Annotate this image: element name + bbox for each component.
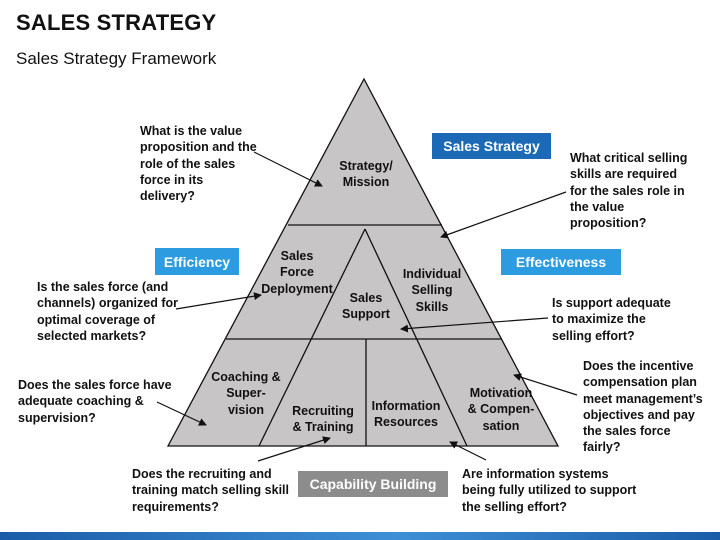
arrow-incentive-plan [513, 373, 578, 396]
sales-support-right-edge [364, 228, 468, 447]
segment-sales-force-deployment: Sales Force Deployment [261, 249, 333, 296]
question-coaching-supervision: Does the sales force have adequate coach… [18, 378, 172, 425]
question-incentive-plan: Does the incentive compensation plan mee… [583, 359, 703, 455]
sales-strategy-tag: Sales Strategy [432, 133, 551, 159]
question-selling-skills: What critical selling skills are require… [570, 151, 688, 231]
segment-recruiting-training: Recruiting & Training [292, 404, 354, 435]
segment-strategy-mission: Strategy/ Mission [339, 159, 393, 190]
efficiency-tag: Efficiency [155, 248, 239, 275]
arrow-coaching-supervision [156, 401, 207, 426]
segment-information-resources: Information Resources [371, 399, 441, 430]
effectiveness-tag: Effectiveness [501, 249, 621, 275]
arrow-support-adequate [400, 317, 549, 333]
arrow-recruiting-training [257, 436, 331, 462]
segment-individual-selling-skills: Individual Selling Skills [402, 267, 462, 314]
question-support-adequate: Is support adequate to maximize the sell… [552, 296, 671, 343]
question-information-systems: Are information systems being fully util… [462, 467, 637, 514]
segment-motivation-compensation: Motivation & Compen- sation [467, 386, 535, 433]
segment-sales-support: Sales Support [342, 291, 390, 322]
arrow-value-proposition [253, 151, 323, 187]
footer-accent-bar [0, 532, 720, 540]
question-recruiting-training: Does the recruiting and training match s… [132, 467, 289, 514]
segment-coaching-supervision: Coaching & Super- vision [211, 370, 281, 417]
sales-support-left-edge [258, 228, 366, 447]
page-subtitle: Sales Strategy Framework [16, 49, 217, 68]
pyramid-shape [166, 77, 560, 447]
question-value-proposition: What is the value proposition and the ro… [140, 124, 257, 204]
arrow-information-systems [449, 441, 487, 461]
capability-building-tag: Capability Building [298, 471, 448, 497]
arrow-sales-force-organized [175, 292, 262, 310]
arrow-selling-skills [440, 191, 567, 239]
page-title: SALES STRATEGY [16, 10, 217, 35]
question-sales-force-organized: Is the sales force (and channels) organi… [37, 280, 178, 343]
